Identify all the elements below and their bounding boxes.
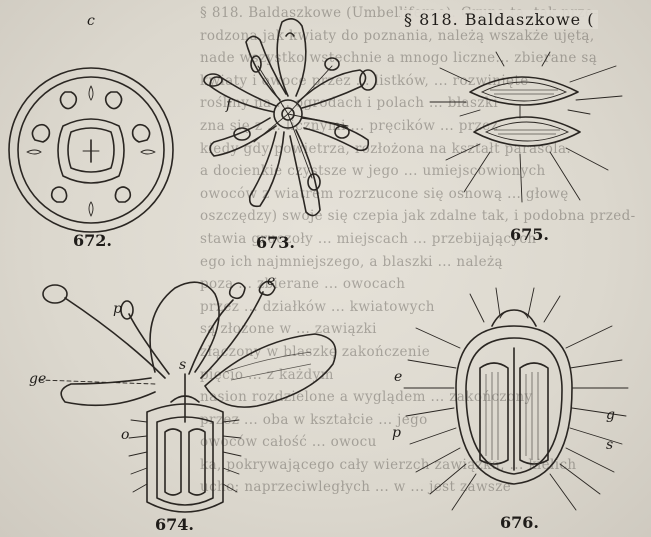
figure-number: 673. [256, 233, 295, 252]
figure-number: 674. [155, 515, 194, 534]
floral-diagram-illustration [5, 20, 195, 260]
flower-section-illustration [5, 262, 355, 537]
figure-675: 675. [420, 52, 630, 260]
label-p: p [113, 302, 122, 316]
label-s: s [606, 438, 613, 452]
section-header: § 818. Baldaszkowe ( [400, 10, 598, 29]
label-c: c [87, 14, 95, 28]
figure-672: c 672. [5, 20, 195, 260]
label-p: p [392, 426, 401, 440]
label-s: s [179, 358, 186, 372]
bristly-fruit-illustration [400, 288, 640, 537]
figure-number: 676. [500, 513, 539, 532]
figure-676: e p g s 676. [400, 288, 640, 537]
figure-674: p e s ge o 674. [5, 262, 355, 537]
figure-number: 675. [510, 225, 549, 244]
figure-673: f 673. [198, 8, 388, 260]
label-g: g [606, 408, 615, 422]
label-f: f [226, 98, 231, 112]
label-o: o [121, 428, 129, 442]
label-e: e [394, 370, 402, 384]
flower-petals-illustration [198, 8, 388, 260]
figure-number: 672. [73, 231, 112, 250]
label-ge: ge [29, 372, 46, 386]
label-e: e [267, 274, 275, 288]
